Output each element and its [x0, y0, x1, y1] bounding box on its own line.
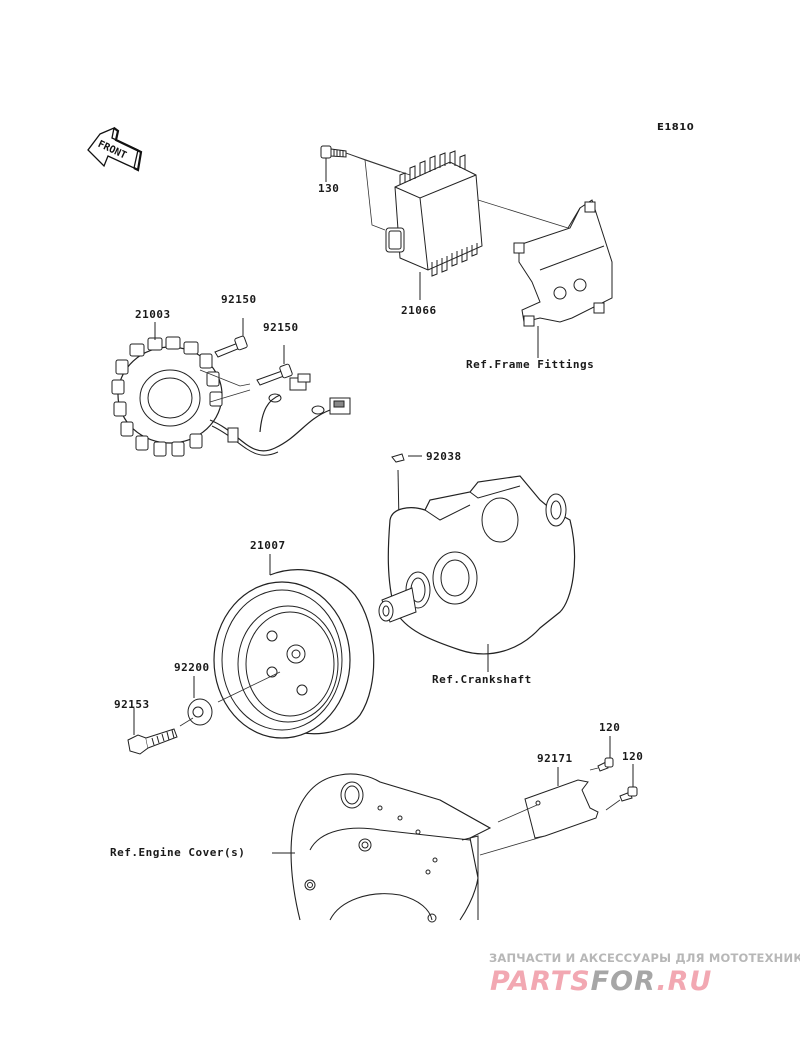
diagram-code: E1810 — [657, 122, 695, 133]
callout-92200[interactable]: 92200 — [174, 661, 210, 674]
callout-92038[interactable]: 92038 — [426, 450, 462, 463]
callout-92150-b[interactable]: 92150 — [263, 321, 299, 334]
callout-92153[interactable]: 92153 — [114, 698, 150, 711]
engine-cover — [272, 774, 490, 922]
watermark-logo-for: FOR — [590, 966, 657, 997]
callout-130[interactable]: 130 — [318, 182, 340, 195]
callout-120-b[interactable]: 120 — [622, 750, 644, 763]
stator-21003[interactable] — [112, 322, 350, 456]
front-arrow-icon: FRONT — [88, 128, 141, 170]
bolt-130[interactable] — [321, 146, 346, 182]
callout-120-a[interactable]: 120 — [599, 721, 621, 734]
frame-bracket — [514, 200, 612, 358]
clamp-bolt-120-b[interactable] — [620, 764, 637, 801]
watermark-tagline: ЗАПЧАСТИ И АКСЕССУАРЫ ДЛЯ МОТОТЕХНИКИ — [489, 951, 800, 965]
callout-ref-frame-fittings[interactable]: Ref.Frame Fittings — [466, 358, 595, 371]
rotor-bolt-92153[interactable] — [128, 708, 177, 754]
stator-bolt-92150-a[interactable] — [215, 318, 248, 357]
rotor-21007[interactable] — [214, 554, 374, 738]
clamp-92171[interactable] — [525, 767, 598, 838]
callout-ref-engine-covers[interactable]: Ref.Engine Cover(s) — [110, 846, 246, 859]
clamp-bolt-120-a[interactable] — [598, 736, 613, 771]
watermark-logo-parts: PARTS — [490, 966, 591, 997]
crankshaft — [379, 476, 575, 672]
regulator-21066[interactable] — [386, 151, 482, 300]
callout-21007[interactable]: 21007 — [250, 539, 286, 552]
callout-92150-a[interactable]: 92150 — [221, 293, 257, 306]
washer-92200[interactable] — [188, 676, 212, 725]
callout-92171[interactable]: 92171 — [537, 752, 573, 765]
watermark-logo[interactable]: PARTSFOR.RU — [490, 966, 712, 997]
callout-21003[interactable]: 21003 — [135, 308, 171, 321]
stator-bolt-92150-b[interactable] — [257, 345, 293, 385]
callout-21066[interactable]: 21066 — [401, 304, 437, 317]
watermark-logo-ru: .RU — [656, 966, 713, 997]
callout-ref-crankshaft[interactable]: Ref.Crankshaft — [432, 673, 532, 686]
